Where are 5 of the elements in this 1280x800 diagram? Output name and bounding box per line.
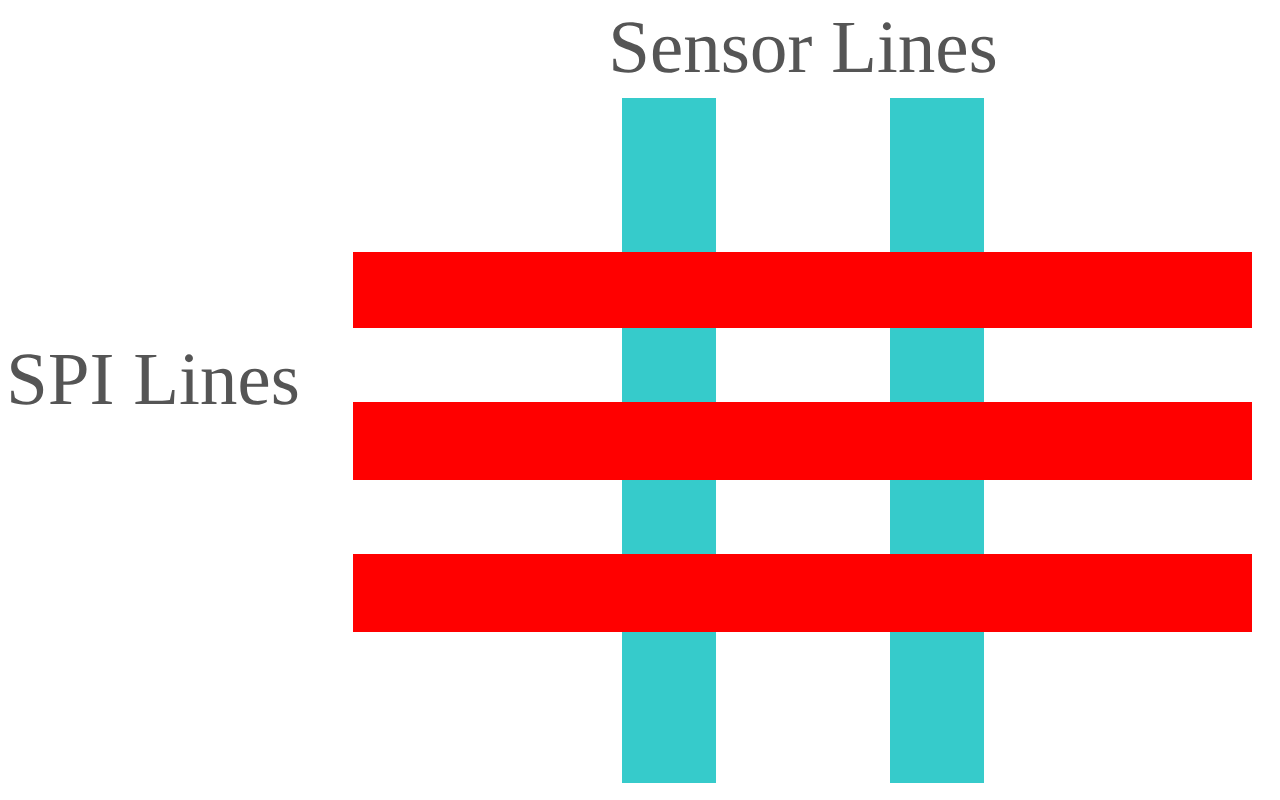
group-label: SPI Lines: [11, 354, 298, 405]
horizontal-bar: [353, 554, 1252, 632]
horizontal-bar: [353, 252, 1252, 328]
group-label: Sensor Lines: [613, 22, 996, 73]
horizontal-bar: [353, 402, 1252, 480]
